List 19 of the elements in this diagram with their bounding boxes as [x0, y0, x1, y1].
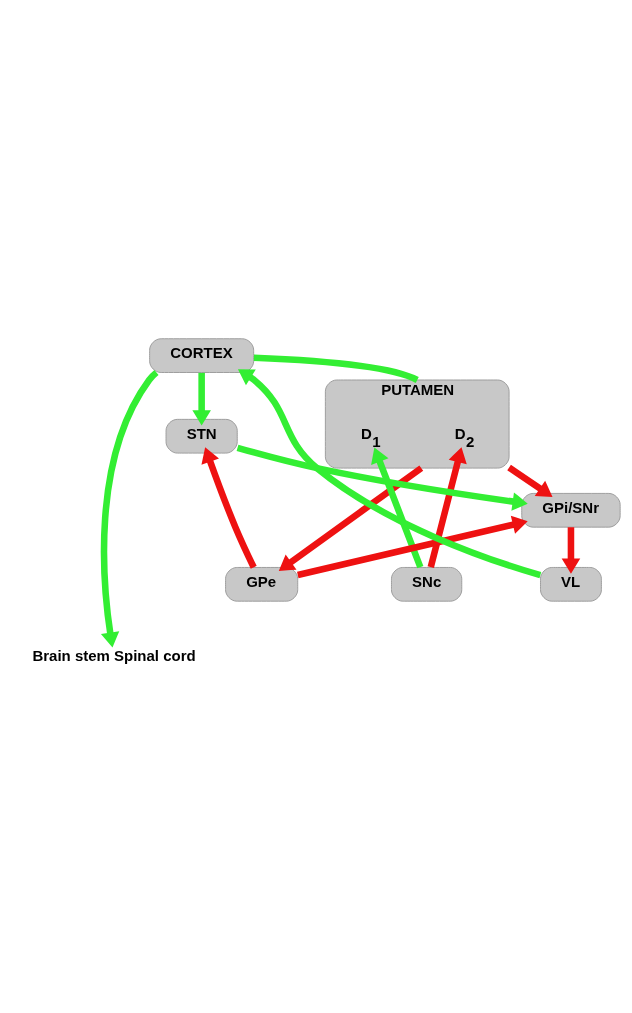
node-text: Brain stem Spinal cord	[32, 646, 196, 664]
node-box: VL	[540, 566, 602, 602]
arrow	[237, 368, 542, 578]
arrow	[192, 372, 211, 426]
arrow	[371, 447, 424, 568]
node-box: STN	[165, 418, 238, 454]
node-box: GPe	[225, 566, 299, 602]
arrow	[201, 446, 257, 569]
arrow	[236, 444, 528, 511]
node-box: CORTEX	[149, 337, 255, 373]
node-box: GPi/SNr	[521, 492, 621, 528]
arrow	[561, 526, 581, 574]
arrow	[507, 464, 553, 497]
arrow	[297, 515, 528, 578]
node-box: SNc	[391, 566, 463, 602]
arrow	[278, 464, 424, 571]
arrow	[427, 446, 467, 568]
connector	[253, 354, 419, 383]
arrow	[100, 369, 159, 648]
